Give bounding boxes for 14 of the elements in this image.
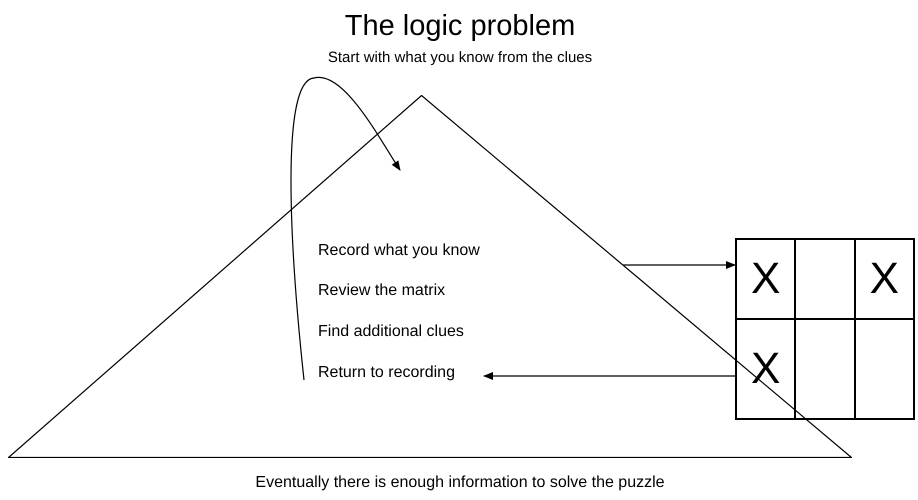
step-text: Find additional clues: [318, 322, 465, 342]
arrow: [483, 372, 735, 380]
matrix-mark: X: [750, 347, 780, 391]
matrix-grid: [735, 238, 915, 420]
subtitle: Start with what you know from the clues: [326, 48, 594, 68]
step-text: Review the matrix: [318, 281, 446, 301]
matrix-mark: X: [870, 257, 899, 301]
caption: Eventually there is enough information to solve the puzzle: [254, 473, 666, 493]
step-text: Record what you know: [318, 241, 481, 261]
title: The logic problem: [344, 9, 576, 44]
matrix-mark: X: [750, 257, 780, 301]
step-text: Return to recording: [318, 363, 456, 383]
arrow: [623, 261, 736, 269]
arrow: [290, 77, 401, 380]
